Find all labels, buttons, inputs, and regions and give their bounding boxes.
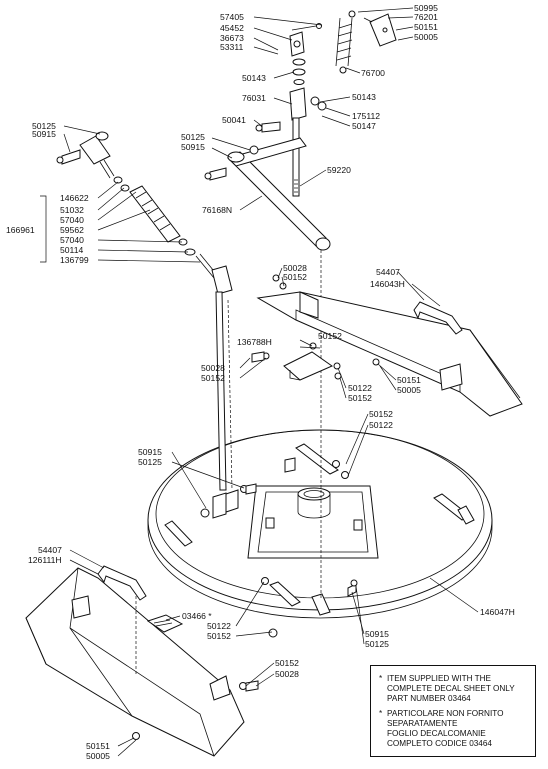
hardware xyxy=(132,274,380,740)
label-50151-c: 50151 xyxy=(86,741,110,751)
label-51032: 51032 xyxy=(60,205,84,215)
deck-brackets xyxy=(164,443,475,616)
base-housing xyxy=(247,485,379,559)
note-english: * ITEM SUPPLIED WITH THE COMPLETE DECAL … xyxy=(379,674,527,705)
label-50915-a: 50915 xyxy=(32,129,56,139)
upper-chute xyxy=(256,291,523,417)
decal-note-box: * ITEM SUPPLIED WITH THE COMPLETE DECAL … xyxy=(370,665,536,757)
label-50028-c: 50028 xyxy=(275,669,299,679)
label-03466: 03466 * xyxy=(182,611,212,621)
label-50151-a: 50151 xyxy=(414,22,438,32)
label-50005-b: 50005 xyxy=(397,385,421,395)
label-136788H: 136788H xyxy=(237,337,272,347)
note-italian: * PARTICOLARE NON FORNITO SEPARATAMENTE … xyxy=(379,709,527,750)
label-76700: 76700 xyxy=(361,68,385,78)
label-45452: 45452 xyxy=(220,23,244,33)
label-50005-c: 50005 xyxy=(86,751,110,761)
note-line: ITEM SUPPLIED WITH THE xyxy=(387,674,492,683)
label-50151-b: 50151 xyxy=(397,375,421,385)
label-50915-d: 50915 xyxy=(365,629,389,639)
label-146047H: 146047H xyxy=(480,607,515,617)
label-50143-a: 50143 xyxy=(242,73,266,83)
label-166961: 166961 xyxy=(6,225,35,235)
lower-chute xyxy=(25,565,245,757)
adjuster-assembly xyxy=(56,131,322,600)
label-50152-b: 50152 xyxy=(318,331,342,341)
label-50122-c: 50122 xyxy=(207,621,231,631)
label-50152-e: 50152 xyxy=(369,409,393,419)
label-54407-a: 54407 xyxy=(376,267,400,277)
label-59562: 59562 xyxy=(60,225,84,235)
note-line: PARTICOLARE NON FORNITO xyxy=(387,708,504,718)
label-50114: 50114 xyxy=(60,245,83,255)
label-50122-a: 50122 xyxy=(348,383,372,393)
label-50995: 50995 xyxy=(414,3,438,13)
note-marker: * xyxy=(379,708,383,718)
label-50028-b: 50028 xyxy=(201,363,225,373)
label-50143-b: 50143 xyxy=(352,92,376,102)
note-line: FOGLIO DECALCOMANIE xyxy=(387,729,486,739)
label-50028-a: 50028 xyxy=(283,263,307,273)
label-175112: 175112 xyxy=(352,111,380,121)
label-57405: 57405 xyxy=(220,12,244,22)
label-50152-d: 50152 xyxy=(348,393,372,403)
label-50152-g: 50152 xyxy=(275,658,299,668)
label-50152-a: 50152 xyxy=(283,272,307,282)
label-50125-b: 50125 xyxy=(181,132,205,142)
label-50915-b: 50915 xyxy=(181,142,205,152)
note-line: COMPLETO CODICE 03464 xyxy=(387,739,492,749)
label-59220: 59220 xyxy=(327,165,351,175)
note-marker: * xyxy=(379,674,383,683)
label-50125-d: 50125 xyxy=(365,639,389,649)
label-57040-b: 57040 xyxy=(60,235,84,245)
label-53311: 53311 xyxy=(220,42,243,52)
label-126111H: 126111H xyxy=(28,555,62,565)
label-50152-f: 50152 xyxy=(207,631,231,641)
leader-lines xyxy=(40,7,479,757)
label-76168N: 76168N xyxy=(202,205,232,215)
label-146622: 146622 xyxy=(60,193,89,203)
label-146043H: 146043H xyxy=(370,279,405,289)
label-50152-c: 50152 xyxy=(201,373,225,383)
label-50122-b: 50122 xyxy=(369,420,393,430)
label-50005-a: 50005 xyxy=(414,32,438,42)
note-line: COMPLETE DECAL SHEET ONLY xyxy=(387,684,515,694)
label-50041: 50041 xyxy=(222,115,246,125)
label-76031: 76031 xyxy=(242,93,266,103)
label-76201: 76201 xyxy=(414,12,438,22)
label-57040-a: 57040 xyxy=(60,215,84,225)
label-50147: 50147 xyxy=(352,121,376,131)
upper-linkage xyxy=(204,10,397,251)
label-50125-a: 50125 xyxy=(32,121,56,131)
note-line: PART NUMBER 03464 xyxy=(387,694,471,704)
part-labels: 57405 45452 36673 53311 50143 76031 5004… xyxy=(6,3,515,761)
label-54407-b: 54407 xyxy=(38,545,62,555)
label-50125-c: 50125 xyxy=(138,457,162,467)
label-36673: 36673 xyxy=(220,33,244,43)
note-line: SEPARATAMENTE xyxy=(387,718,458,728)
label-136799: 136799 xyxy=(60,255,89,265)
label-50915-c: 50915 xyxy=(138,447,162,457)
